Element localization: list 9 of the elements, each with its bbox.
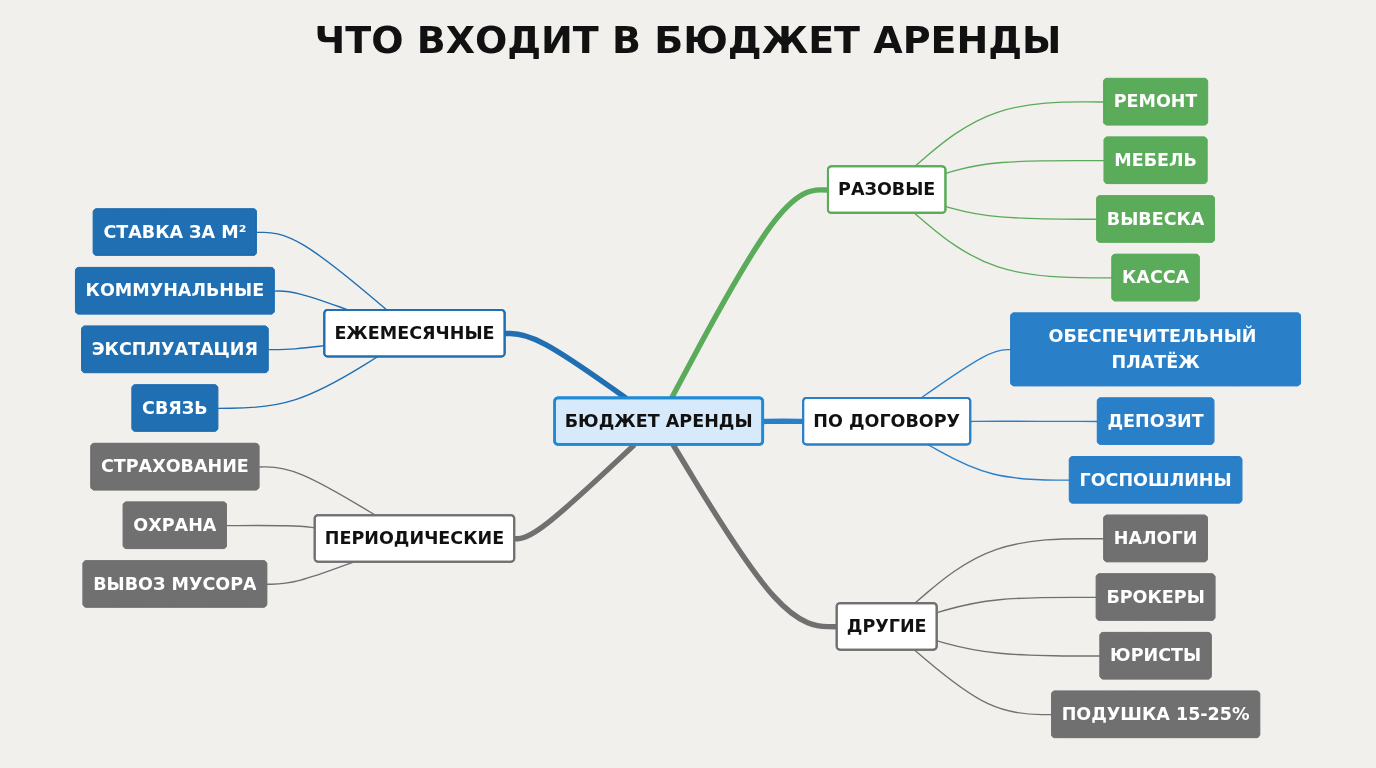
connector [913,212,1113,279]
connector [936,640,1101,657]
connector [669,187,829,400]
connector [763,418,804,425]
connector [945,205,1098,220]
connector [913,649,1053,716]
connector [936,596,1098,614]
diagram-title: ЧТО ВХОДИТ В БЮДЖЕТ АРЕНДЫ [313,18,1063,62]
connector [945,159,1106,175]
